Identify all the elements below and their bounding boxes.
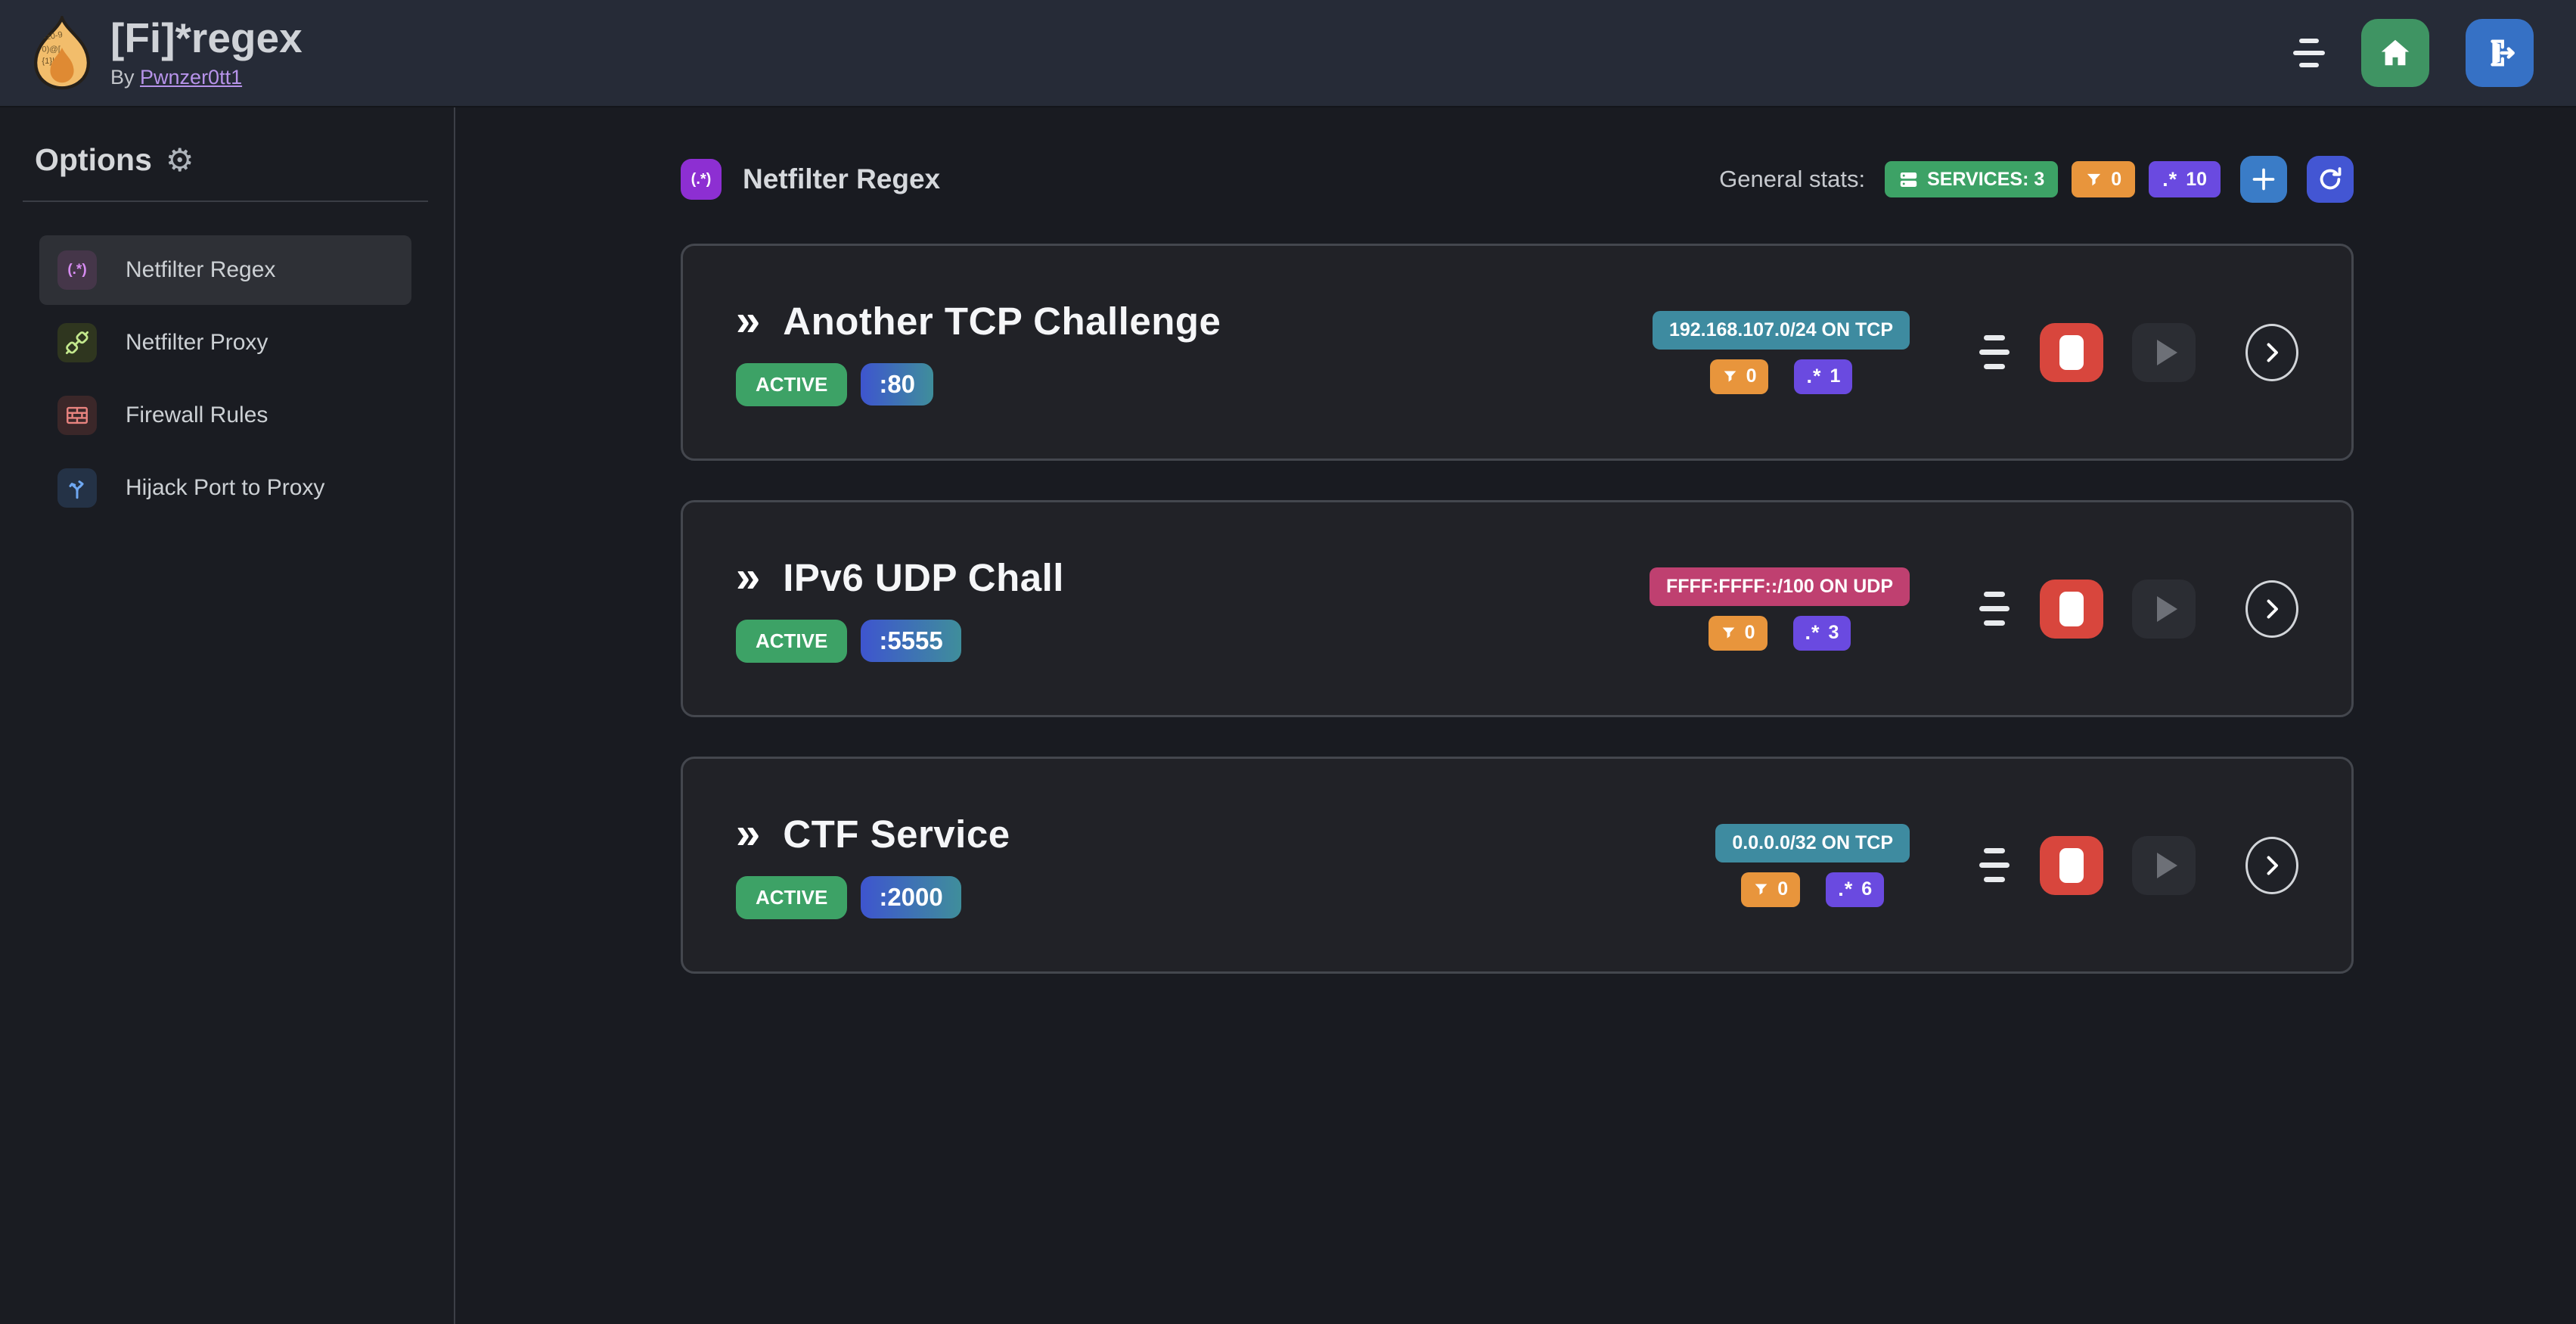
service-list: » Another TCP Challenge ACTIVE :80 192.1…	[681, 244, 2354, 974]
play-icon	[2156, 852, 2177, 878]
play-button[interactable]	[2132, 322, 2196, 382]
home-button[interactable]	[2361, 19, 2429, 87]
author-link[interactable]: Pwnzer0tt1	[140, 66, 243, 89]
add-service-button[interactable]	[2240, 156, 2287, 203]
regex-icon: .*	[1838, 878, 1854, 900]
refresh-button[interactable]	[2307, 156, 2354, 203]
subnet-badge: FFFF:FFFF::/100 ON UDP	[1650, 567, 1910, 606]
plus-icon	[2252, 168, 2275, 191]
subnet-badge: 192.168.107.0/24 ON TCP	[1652, 310, 1910, 350]
services-count-badge: SERVICES: 3	[1885, 161, 2059, 197]
svg-text:-z0-9: -z0-9	[43, 30, 64, 42]
service-menu-button[interactable]	[1979, 335, 2010, 369]
stop-button[interactable]	[2040, 322, 2103, 382]
firewall-icon	[57, 396, 97, 435]
service-card: » CTF Service ACTIVE :2000 0.0.0.0/32 ON…	[681, 757, 2354, 974]
stop-button[interactable]	[2040, 579, 2103, 639]
menu-icon[interactable]	[2293, 39, 2325, 67]
status-badge: ACTIVE	[736, 362, 848, 406]
brand: -z0-9 0)@[ {1}| [Fi]*regex By Pwnzer0tt1	[30, 16, 303, 90]
flame-logo-icon: -z0-9 0)@[ {1}|	[34, 16, 90, 90]
service-menu-button[interactable]	[1979, 848, 2010, 882]
gear-icon: ⚙	[165, 141, 194, 178]
funnel-icon	[2087, 173, 2101, 185]
subnet-badge: 0.0.0.0/32 ON TCP	[1715, 823, 1910, 862]
svg-text:{1}|: {1}|	[42, 57, 54, 66]
sidebar-item-firewall-rules[interactable]: Firewall Rules	[39, 381, 411, 450]
filters-badge: 0	[1741, 872, 1801, 907]
funnel-icon	[1755, 884, 1768, 895]
service-card: » Another TCP Challenge ACTIVE :80 192.1…	[681, 244, 2354, 461]
regex-count-badge: .* 6	[1826, 872, 1885, 907]
open-service-button[interactable]	[2245, 836, 2298, 894]
stop-icon	[2059, 591, 2084, 626]
play-button[interactable]	[2132, 835, 2196, 895]
status-badge: ACTIVE	[736, 619, 848, 663]
refresh-icon	[2320, 167, 2342, 190]
double-chevron-icon: »	[736, 552, 761, 601]
stop-button[interactable]	[2040, 835, 2103, 895]
general-stats: General stats: SERVICES: 3	[1719, 156, 2354, 203]
main-content: (.*) Netfilter Regex General stats: SERV…	[455, 107, 2576, 1324]
port-badge: :2000	[861, 876, 961, 918]
chevron-right-icon	[2267, 856, 2278, 875]
split-arrows-icon	[57, 468, 97, 508]
filters-total-badge: 0	[2072, 161, 2136, 197]
logout-icon	[2491, 39, 2515, 67]
play-button[interactable]	[2132, 579, 2196, 639]
service-name: CTF Service	[783, 812, 1010, 856]
port-badge: :80	[861, 363, 934, 406]
sidebar-title: Options	[35, 142, 152, 177]
open-service-button[interactable]	[2245, 323, 2298, 381]
regex-icon: (.*)	[57, 250, 97, 290]
home-icon	[2381, 39, 2410, 66]
regex-count-badge: .* 3	[1792, 615, 1851, 651]
double-chevron-icon: »	[736, 808, 761, 858]
service-menu-button[interactable]	[1979, 592, 2010, 626]
play-icon	[2156, 595, 2177, 622]
regex-count-badge: .* 1	[1794, 359, 1853, 394]
sidebar-item-hijack-port[interactable]: Hijack Port to Proxy	[39, 453, 411, 523]
page-title: Netfilter Regex	[743, 163, 941, 194]
regexes-total-badge: .* 10	[2149, 161, 2221, 197]
stats-label: General stats:	[1719, 166, 1866, 192]
port-badge: :5555	[861, 620, 961, 662]
stop-icon	[2059, 334, 2084, 370]
funnel-icon	[1724, 371, 1736, 382]
status-badge: ACTIVE	[736, 875, 848, 919]
regex-icon: .*	[1806, 365, 1822, 387]
funnel-icon	[1722, 627, 1734, 639]
sidebar: Options ⚙ (.*) Netfilter Regex	[0, 107, 455, 1324]
logout-button[interactable]	[2466, 19, 2534, 87]
sidebar-item-label: Netfilter Regex	[126, 257, 276, 282]
sidebar-divider	[23, 200, 428, 202]
app-title: [Fi]*regex	[110, 14, 303, 61]
regex-icon: .*	[1805, 621, 1820, 644]
service-card: » IPv6 UDP Chall ACTIVE :5555 FFFF:FFFF:…	[681, 500, 2354, 717]
sidebar-nav: (.*) Netfilter Regex Netfilt	[39, 235, 411, 523]
filters-badge: 0	[1709, 359, 1769, 394]
sidebar-item-label: Netfilter Proxy	[126, 330, 268, 355]
server-icon	[1900, 172, 1917, 187]
sidebar-item-label: Hijack Port to Proxy	[126, 475, 325, 500]
svg-text:0)@[: 0)@[	[42, 45, 61, 54]
sidebar-item-netfilter-proxy[interactable]: Netfilter Proxy	[39, 308, 411, 378]
sidebar-item-label: Firewall Rules	[126, 402, 268, 427]
service-name: Another TCP Challenge	[783, 299, 1221, 343]
chevron-right-icon	[2267, 599, 2278, 618]
double-chevron-icon: »	[736, 295, 761, 345]
filters-badge: 0	[1708, 615, 1768, 651]
stop-icon	[2059, 847, 2084, 883]
page-regex-icon: (.*)	[681, 159, 722, 200]
service-name: IPv6 UDP Chall	[783, 555, 1064, 599]
byline: By Pwnzer0tt1	[110, 66, 243, 89]
play-icon	[2156, 339, 2177, 365]
regex-icon: .*	[2162, 167, 2178, 191]
chevron-right-icon	[2267, 343, 2278, 362]
app-header: -z0-9 0)@[ {1}| [Fi]*regex By Pwnzer0tt1	[0, 0, 2576, 107]
plug-icon	[57, 323, 97, 362]
open-service-button[interactable]	[2245, 580, 2298, 638]
sidebar-item-netfilter-regex[interactable]: (.*) Netfilter Regex	[39, 235, 411, 305]
